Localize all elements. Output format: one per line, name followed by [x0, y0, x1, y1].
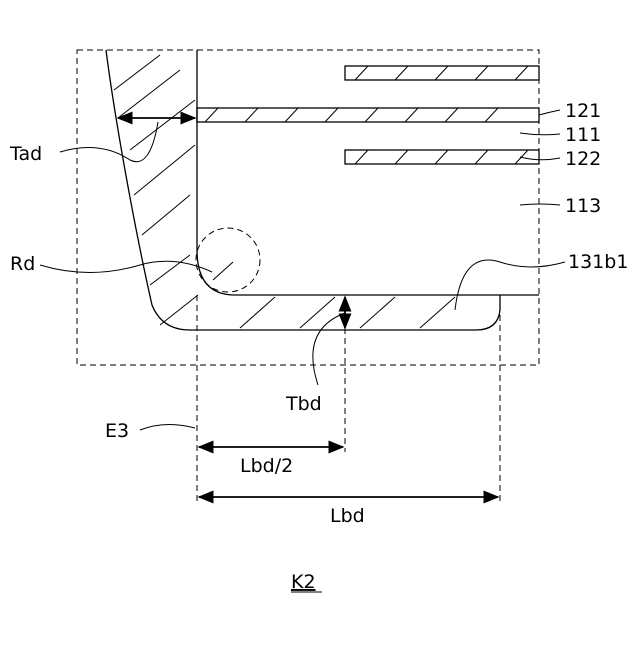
label-111: 111	[565, 124, 601, 146]
leader-131b1	[455, 260, 565, 310]
label-e3: E3	[105, 420, 129, 442]
label-rd: Rd	[10, 253, 35, 275]
leader-122	[520, 157, 560, 160]
boundary-frame	[77, 50, 539, 365]
inner-edge	[197, 50, 539, 295]
layer-122-hatching	[355, 150, 528, 164]
label-lbd-half: Lbd/2	[240, 455, 293, 477]
label-131b1: 131b1	[568, 251, 628, 273]
leader-e3	[140, 424, 195, 430]
label-lbd: Lbd	[330, 505, 365, 527]
leader-113	[520, 204, 560, 205]
layer-121	[197, 108, 539, 122]
rd-detail-circle	[196, 228, 260, 292]
layer-121-hatching	[205, 108, 498, 122]
top-strip-hatching	[355, 66, 528, 80]
figure-title: K2	[291, 571, 316, 593]
sidewall-hatching	[114, 55, 198, 325]
leader-rd	[40, 261, 212, 272]
label-tad: Tad	[9, 143, 42, 165]
leader-111	[520, 133, 560, 135]
rd-radius-line	[213, 262, 233, 280]
leader-tbd	[313, 313, 345, 385]
bottom-hatching	[240, 297, 455, 328]
label-tbd: Tbd	[285, 393, 322, 415]
label-122: 122	[565, 148, 601, 170]
label-113: 113	[565, 195, 601, 217]
leader-121	[539, 110, 560, 115]
outer-curved-edge	[106, 50, 500, 330]
label-121: 121	[565, 100, 601, 122]
leader-tad	[60, 122, 158, 162]
